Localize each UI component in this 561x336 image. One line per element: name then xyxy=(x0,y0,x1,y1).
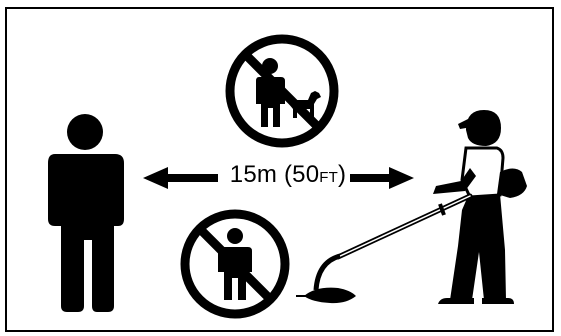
trimmer-operator-icon xyxy=(296,110,527,304)
person-silhouette-icon xyxy=(48,114,124,312)
right-arrow-icon xyxy=(350,167,414,189)
distance-prefix: 15m (50 xyxy=(230,161,319,188)
distance-label: 15m (50FT) xyxy=(223,158,353,192)
distance-suffix: ) xyxy=(338,161,346,188)
no-children-icon xyxy=(185,214,285,314)
left-arrow-icon xyxy=(143,167,218,189)
distance-unit: FT xyxy=(319,169,338,186)
no-bystanders-with-dog-icon xyxy=(230,39,334,143)
